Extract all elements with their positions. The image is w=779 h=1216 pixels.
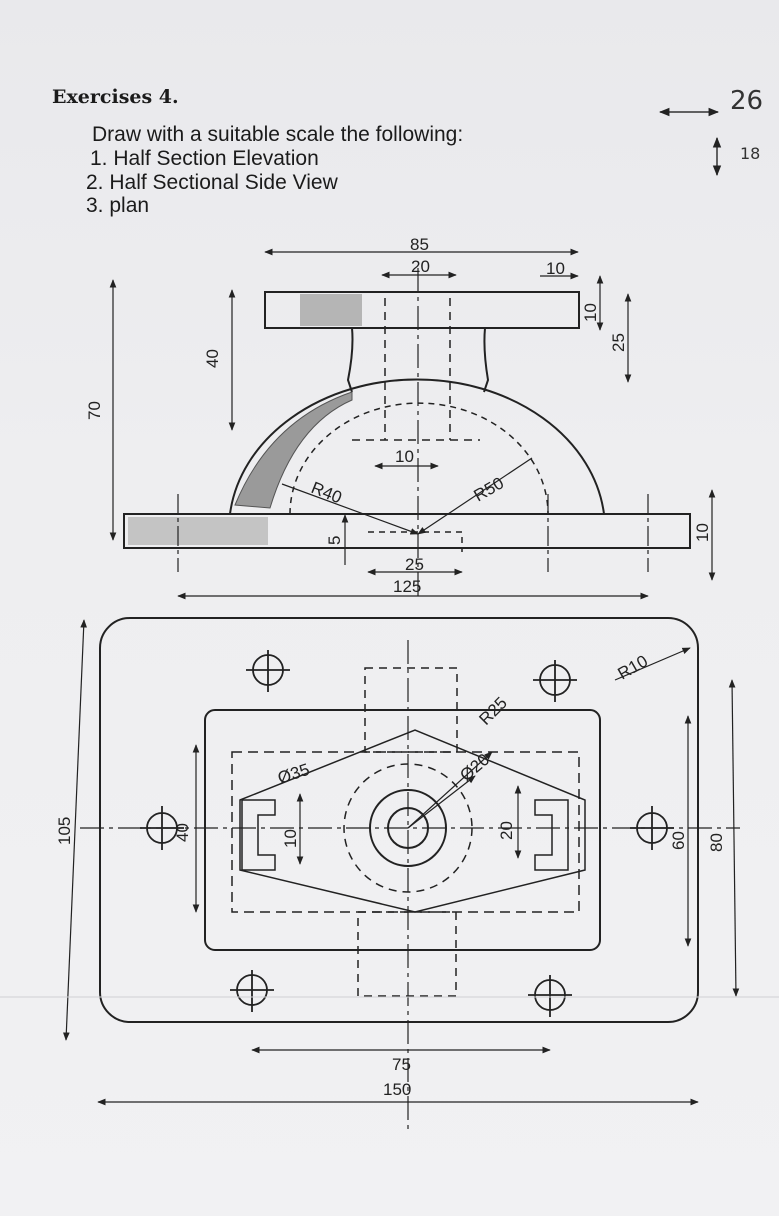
arch-inner [289,402,549,515]
dim-20: 20 [411,257,430,276]
dim-40: 40 [203,349,222,368]
dim-r25: R25 [475,693,510,728]
dim-75: 75 [392,1055,411,1074]
dim-5: 5 [325,536,344,545]
elevation-view [123,268,691,600]
exercise-instruction: Draw with a suitable scale the following… [92,123,464,146]
dim-125: 125 [393,577,421,596]
dim-80: 80 [707,833,726,852]
margin-note-height: 18 [740,144,761,163]
dim-105: 105 [55,817,74,845]
plan-inner-rect [204,709,601,951]
dim-60: 60 [669,831,688,850]
dim-dia35: Ø35 [275,760,311,788]
arch-outer [229,378,605,515]
exercise-item-1: 1. Half Section Elevation [90,147,319,170]
exercise-item-2: 2. Half Sectional Side View [86,171,338,194]
dim-10-flange: 10 [581,303,600,322]
dim-r40: R40 [309,478,345,507]
exercise-item-3: 3. plan [86,194,150,217]
dim-plan-10: 10 [281,829,300,848]
exercise-heading: Exercises 4. [52,86,179,108]
plan-view [80,617,740,1130]
dim-10-top: 10 [546,259,565,278]
dim-150: 150 [383,1080,411,1099]
margin-note-width: 26 [730,86,764,116]
dim-bore-10: 10 [395,447,414,466]
dim-r10: R10 [615,651,652,683]
dim-plan-40: 40 [173,823,192,842]
dimension-labels: 85 20 10 10 25 40 70 10 R40 R50 5 25 125… [55,235,726,1099]
dim-plan-20: 20 [497,821,516,840]
plan-base-outline [99,617,699,1023]
margin-arrows [658,107,722,177]
dim-85: 85 [410,235,429,254]
top-flange [264,291,580,329]
dim-10-base: 10 [693,523,712,542]
dim-25: 25 [609,333,628,352]
base-plate [123,513,691,549]
dim-25-base: 25 [405,555,424,574]
dim-70: 70 [85,401,104,420]
